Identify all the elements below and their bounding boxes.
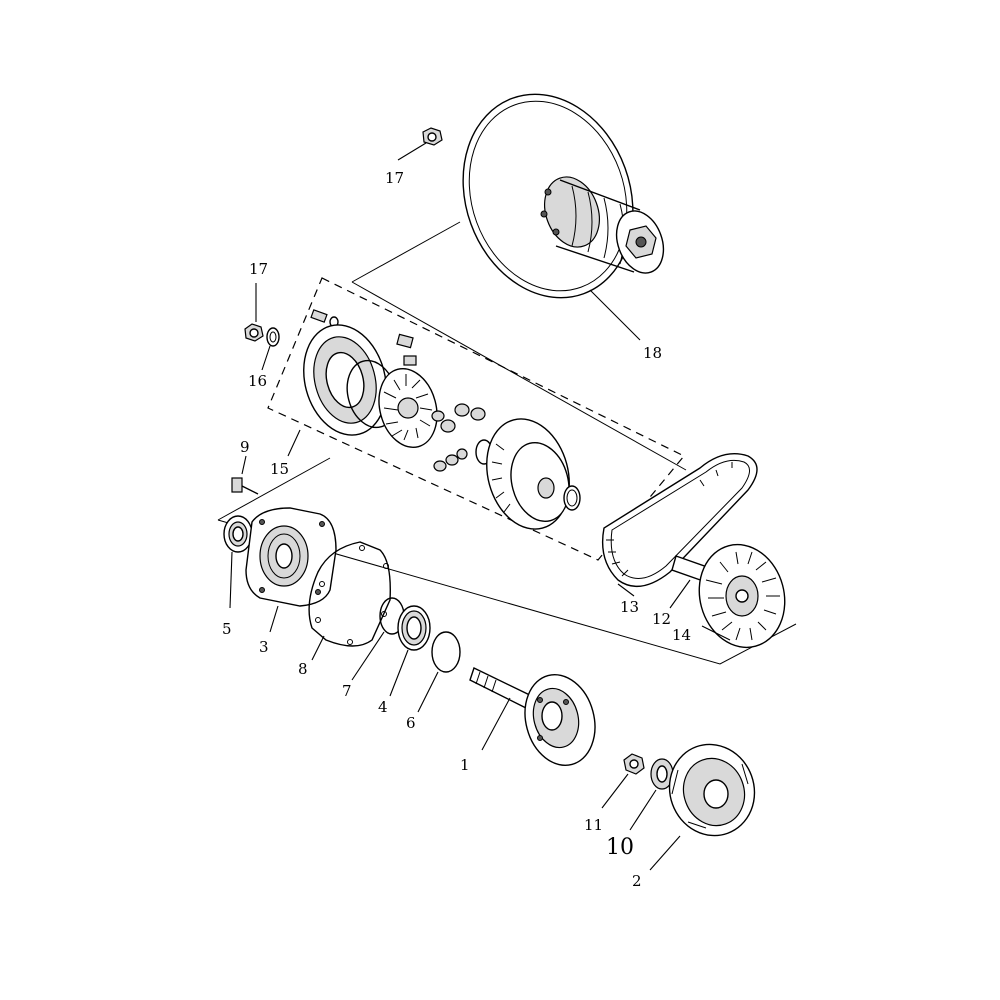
- clutch-shoe-part-2: [649, 743, 756, 871]
- seal-part-5: [223, 515, 253, 609]
- callout-12: 12: [652, 610, 671, 628]
- callout-9: 9: [240, 438, 250, 456]
- callout-14: 14: [672, 626, 691, 644]
- circlip-part-7: [351, 597, 405, 681]
- callout-16: 16: [248, 372, 267, 390]
- nut-part-17-top: [397, 127, 443, 161]
- callout-13: 13: [620, 598, 639, 616]
- drive-shaft-part-1: [469, 667, 596, 766]
- drive-face-assembly-part-15: [303, 309, 581, 530]
- callout-6: 6: [406, 714, 416, 732]
- nut-part-11: [601, 753, 645, 809]
- nut-part-17-left: [244, 283, 264, 342]
- callout-8: 8: [298, 660, 308, 678]
- washer-part-16: [261, 327, 280, 371]
- callout-1: 1: [460, 756, 470, 774]
- callout-4: 4: [378, 698, 388, 716]
- v-belt-part-13: [601, 453, 758, 597]
- callout-5: 5: [222, 620, 232, 638]
- driven-pulley-part-18: [462, 93, 665, 299]
- callout-10: 10: [606, 835, 634, 860]
- callout-3: 3: [259, 638, 269, 656]
- callout-7: 7: [342, 682, 352, 700]
- bearing-part-4: [389, 605, 431, 697]
- snap-ring-part-6: [417, 631, 461, 713]
- bolt-part-9: [231, 455, 259, 495]
- housing-cover-part-3: [245, 507, 337, 633]
- callout-11: 11: [584, 816, 603, 834]
- callout-15: 15: [270, 460, 289, 478]
- assembly-boundary-15: [267, 277, 685, 561]
- callout-17-left: 17: [249, 260, 268, 278]
- fan-part-14: [698, 543, 786, 649]
- leader-15: [287, 429, 301, 457]
- callout-2: 2: [632, 872, 642, 890]
- callout-17-top: 17: [385, 169, 404, 187]
- callout-18: 18: [643, 344, 662, 362]
- leader-18: [589, 289, 641, 341]
- gasket-part-8: [308, 541, 391, 661]
